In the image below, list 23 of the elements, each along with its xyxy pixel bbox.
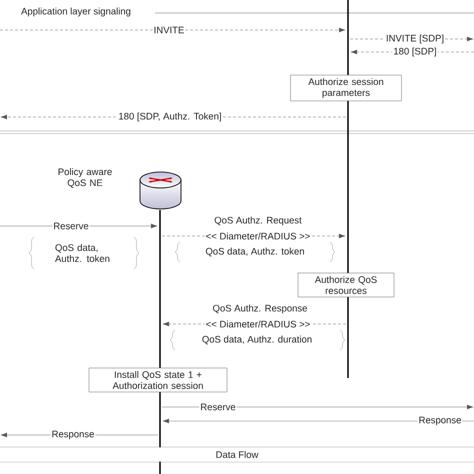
edge-label: Reserve [199, 402, 237, 412]
router-icon [140, 172, 182, 210]
edge-label: Response [418, 416, 462, 426]
edge-label: Response [50, 430, 96, 440]
label: QoS Authz. Response [213, 304, 307, 314]
edge-label: 180 [SDP] [392, 46, 438, 58]
edge-label: << Diameter/RADIUS >> [204, 320, 312, 328]
edge-label: INVITE [SDP] [384, 34, 446, 44]
edge-label: << Diameter/RADIUS >> [204, 232, 312, 240]
label: QoS data, Authz. token [55, 244, 110, 262]
process-box: Install QoS state 1 + Authorization session [88, 368, 228, 392]
label: QoS data, Authz. token [206, 248, 304, 256]
label: QoS Authz. Request [214, 216, 302, 226]
process-box: Authorize QoS resources [298, 272, 394, 298]
edge-label: 180 [SDP, Authz. Token] [117, 112, 223, 122]
edge-label: INVITE [152, 26, 186, 34]
arrow [0, 28, 346, 32]
label: QoS data, Authz. duration [202, 336, 312, 344]
label: Application layer signaling [21, 8, 130, 16]
node-caption: Policy aware QoS NE [58, 168, 112, 188]
band-label: Data Flow [216, 451, 258, 458]
edge-label: Reserve [52, 222, 90, 230]
process-box: Authorize session parameters [290, 74, 402, 102]
